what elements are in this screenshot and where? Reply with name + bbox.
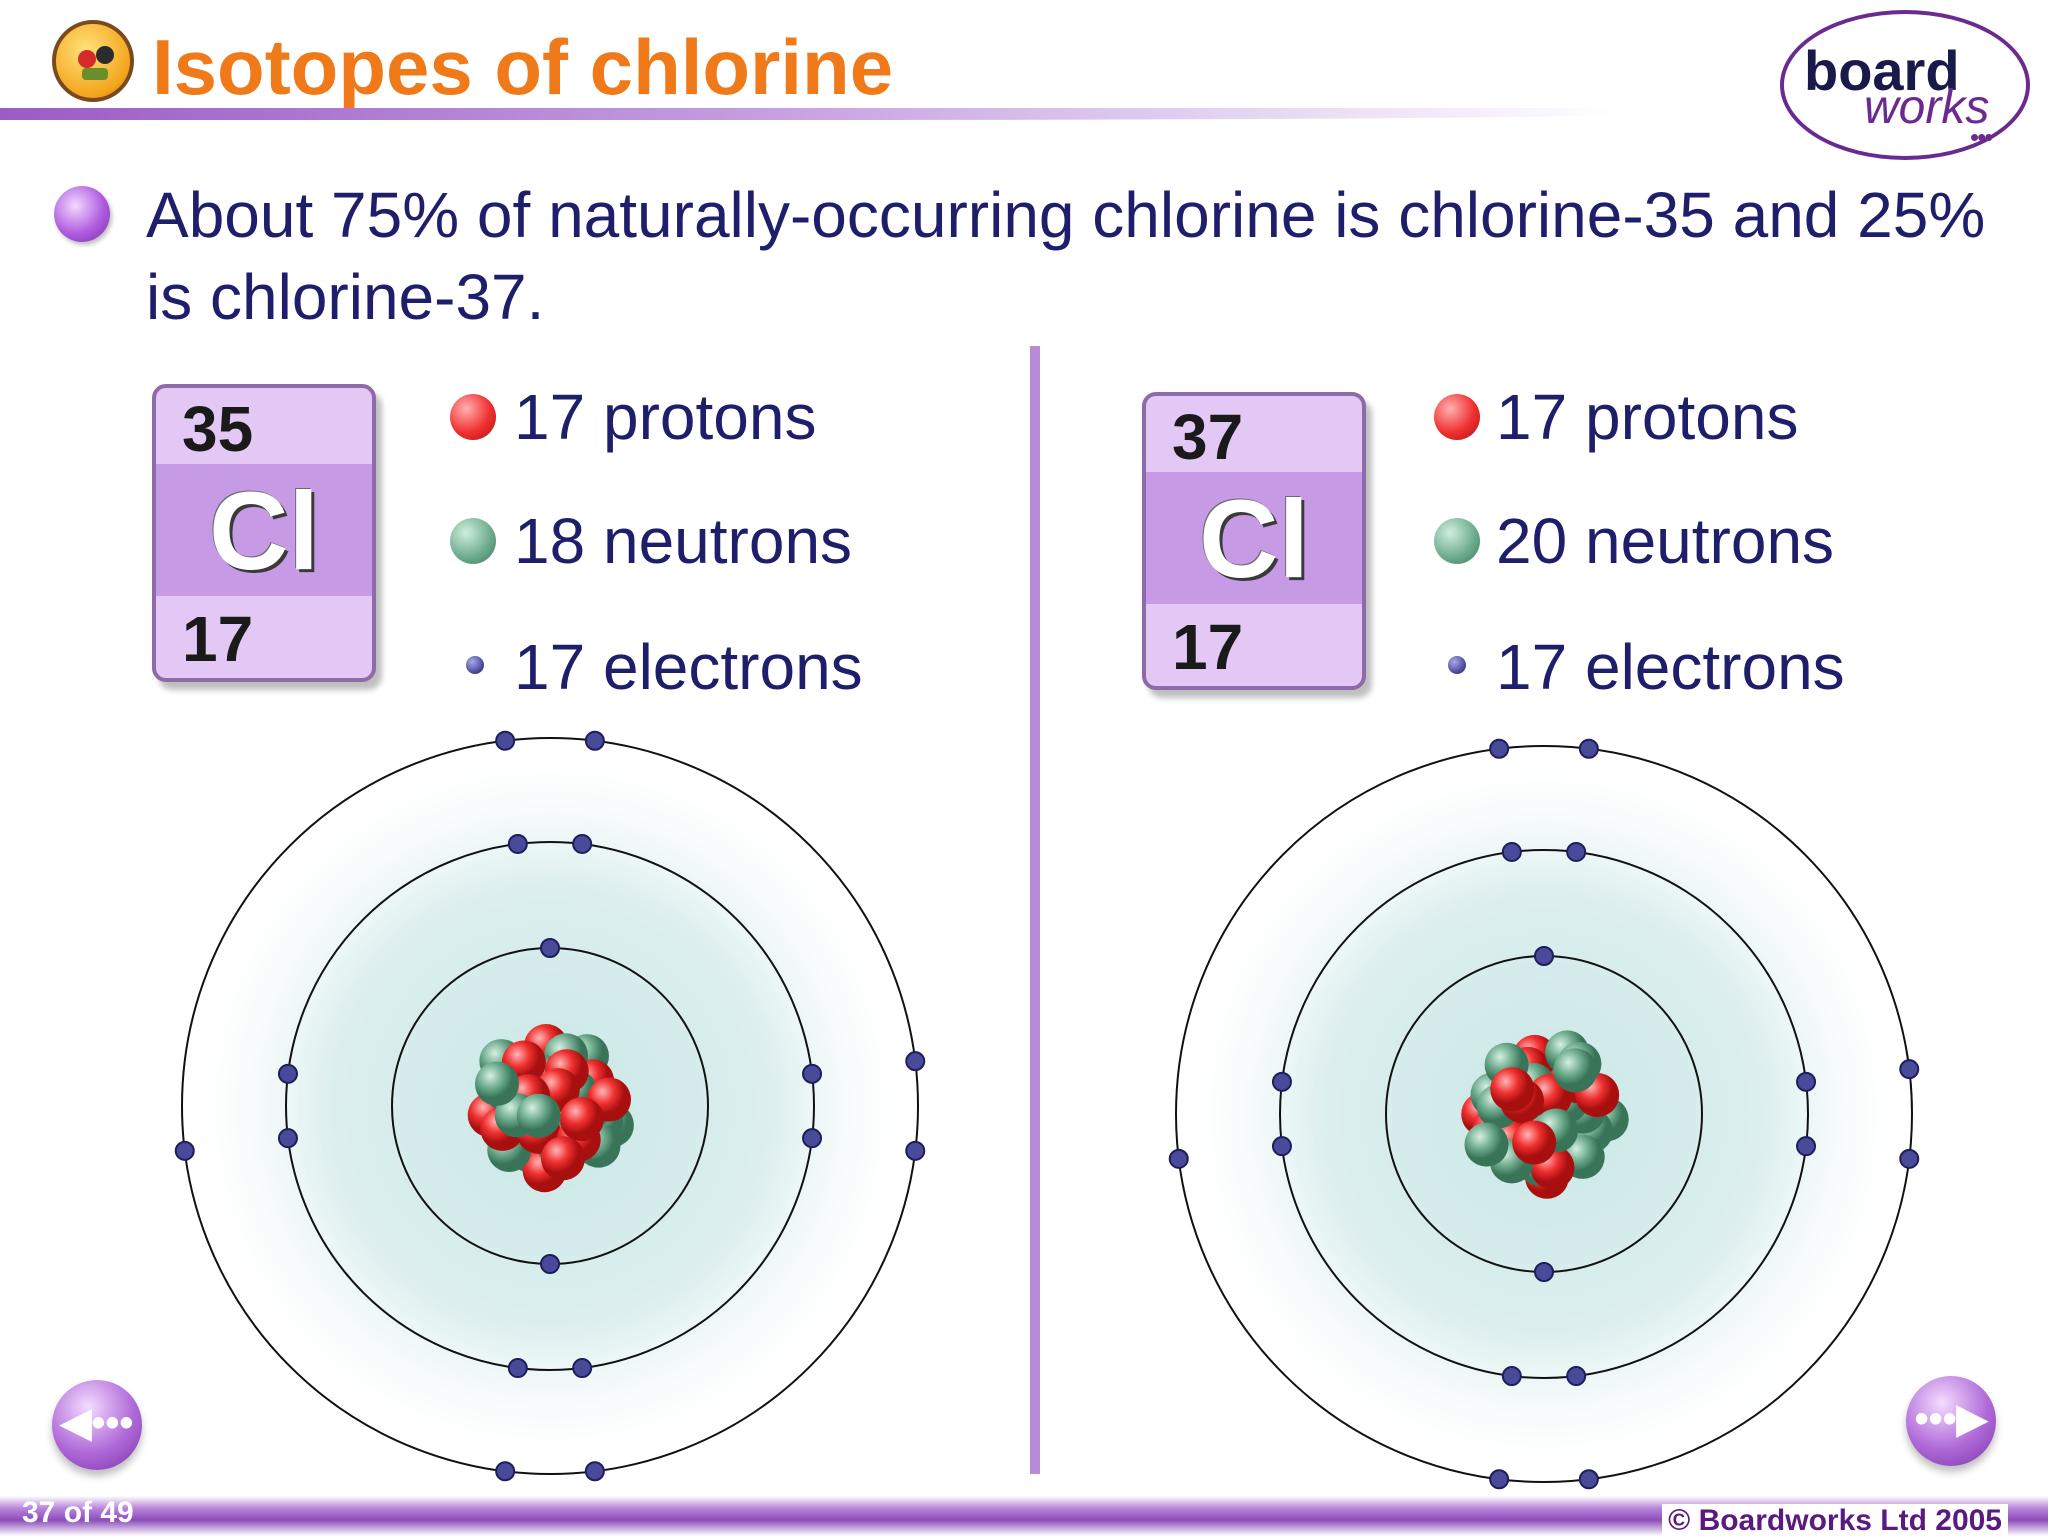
neutrons-label: 18 neutrons (514, 505, 853, 577)
electron (277, 1128, 298, 1149)
boardworks-logo: board works ••• (1780, 10, 2030, 160)
proton (559, 1097, 604, 1142)
electron (174, 1140, 195, 1161)
forward-arrow-icon: •••▶ (1914, 1397, 1988, 1441)
panel-divider (1030, 346, 1040, 1474)
mass-number: 35 (182, 393, 254, 465)
neutron-swatch-icon (1434, 518, 1480, 564)
electron (1566, 841, 1587, 862)
electron (1578, 1469, 1599, 1490)
electron (572, 833, 593, 854)
electron (1899, 1059, 1920, 1080)
atom-diagram-cl37 (1168, 738, 1920, 1490)
chemistry-icon (52, 20, 134, 102)
electron (1796, 1071, 1817, 1092)
proton (540, 1136, 585, 1181)
proton-swatch-icon (450, 394, 496, 440)
neutron-swatch-icon (450, 518, 496, 564)
electron (277, 1063, 298, 1084)
electron (507, 1358, 528, 1379)
element-symbol: Cl (1199, 478, 1309, 601)
neutron (1464, 1122, 1509, 1167)
neutrons-label: 20 neutrons (1496, 505, 1835, 577)
electron (1271, 1136, 1292, 1157)
page-title: Isotopes of chlorine (152, 23, 894, 111)
electron (905, 1140, 926, 1161)
proton-swatch-icon (1434, 394, 1480, 440)
electron (802, 1063, 823, 1084)
element-card-cl35: 35 Cl 17 (152, 384, 376, 682)
electron (1168, 1148, 1189, 1169)
previous-slide-button[interactable]: ◀••• (52, 1380, 142, 1470)
electron (572, 1358, 593, 1379)
neutron (1553, 1048, 1598, 1093)
electron (540, 1254, 560, 1274)
electron (1578, 738, 1599, 759)
electrons-label: 17 electrons (514, 631, 863, 703)
atom-diagram-cl35 (174, 730, 926, 1482)
electron (540, 938, 560, 958)
electron (1271, 1071, 1292, 1092)
next-slide-button[interactable]: •••▶ (1906, 1376, 1996, 1466)
electron (1534, 1262, 1554, 1282)
protons-label: 17 protons (514, 381, 817, 453)
electron-swatch-icon (466, 656, 484, 674)
electron (495, 730, 516, 751)
page-counter: 37 of 49 (22, 1496, 134, 1529)
electron (802, 1128, 823, 1149)
electron (1501, 1366, 1522, 1387)
electron (1489, 1469, 1510, 1490)
copyright-text: © Boardworks Ltd 2005 (1662, 1504, 2008, 1536)
electron (584, 730, 605, 751)
neutron (516, 1093, 561, 1138)
back-arrow-icon: ◀••• (60, 1401, 134, 1445)
bullet-icon (54, 186, 110, 242)
electron-shell-3 (181, 737, 919, 1475)
title-underline (0, 108, 1620, 120)
protons-label: 17 protons (1496, 381, 1799, 453)
electrons-label: 17 electrons (1496, 631, 1845, 703)
electron-swatch-icon (1448, 656, 1466, 674)
electron (905, 1051, 926, 1072)
electron (1489, 738, 1510, 759)
electron (495, 1461, 516, 1482)
electron (507, 833, 528, 854)
element-card-cl37: 37 Cl 17 (1142, 392, 1366, 690)
electron (1501, 841, 1522, 862)
proton (1512, 1120, 1557, 1165)
electron (1566, 1366, 1587, 1387)
electron-shell-3 (1175, 745, 1913, 1483)
electron-shell-2 (1279, 849, 1809, 1379)
electron (1796, 1136, 1817, 1157)
atomic-number: 17 (182, 603, 254, 675)
neutron (474, 1061, 519, 1106)
electron (1534, 946, 1554, 966)
element-symbol: Cl (209, 470, 319, 593)
mass-number: 37 (1172, 401, 1244, 473)
intro-text: About 75% of naturally-occurring chlorin… (146, 179, 1986, 333)
electron-shell-2 (285, 841, 815, 1371)
electron (1899, 1148, 1920, 1169)
atomic-number: 17 (1172, 611, 1244, 683)
proton (1490, 1067, 1535, 1112)
electron (584, 1461, 605, 1482)
